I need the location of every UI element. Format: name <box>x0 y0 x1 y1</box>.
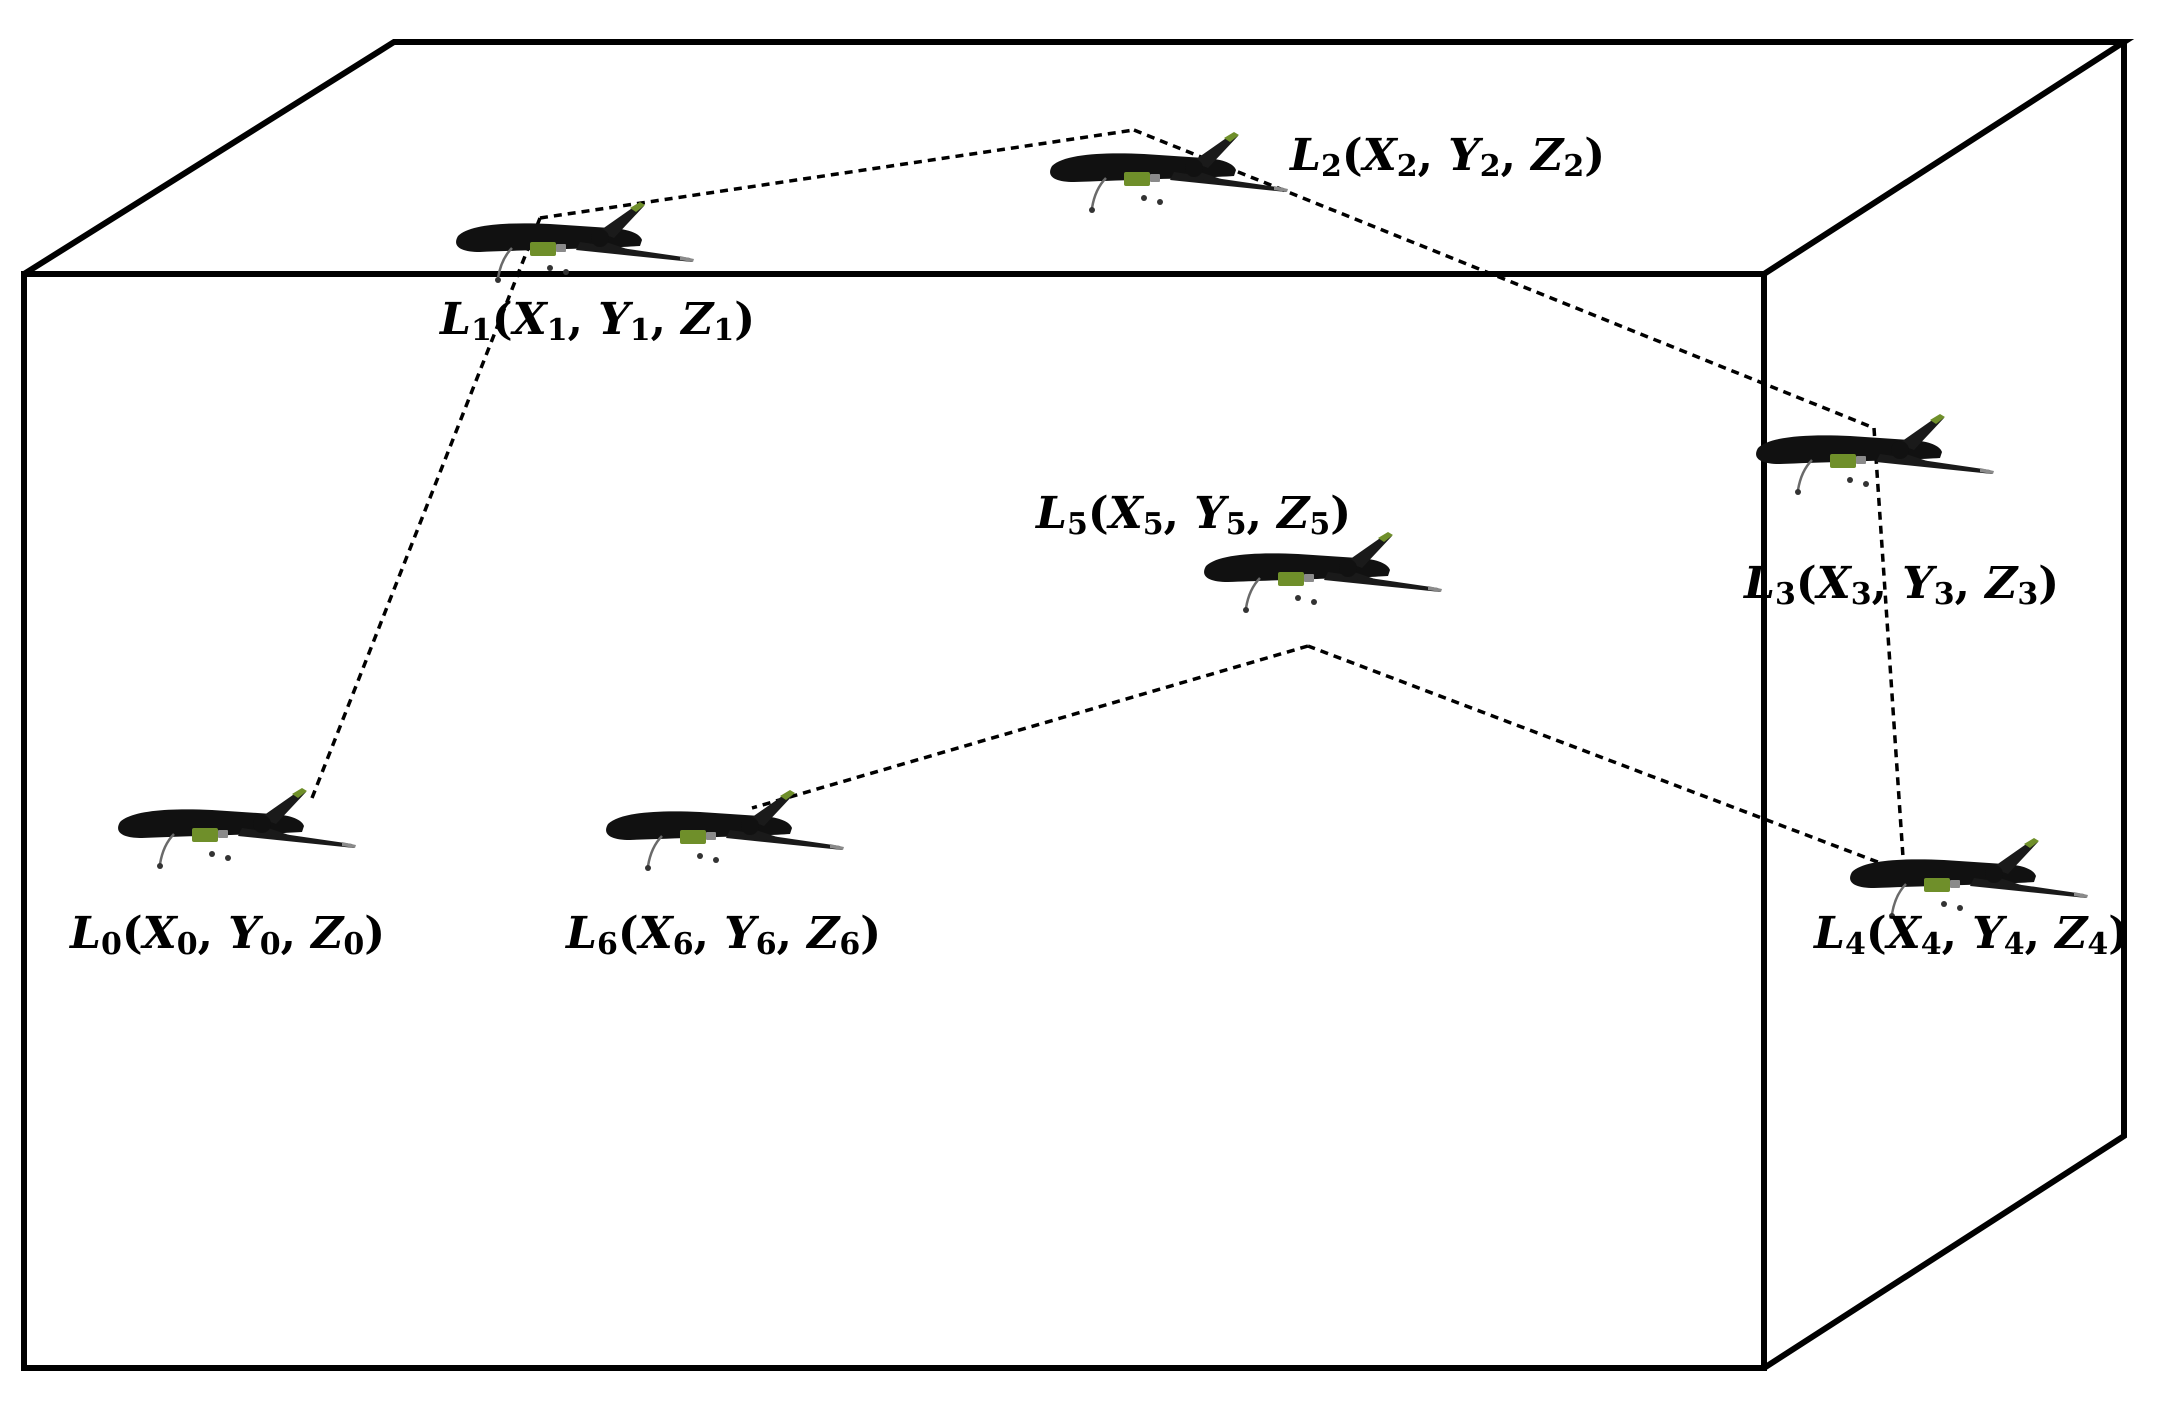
waypoint-label-l5: L5(X5, Y5, Z5) <box>1036 488 1352 542</box>
path-segment-l2-l3 <box>1133 128 1875 430</box>
drone-icon <box>1048 130 1290 215</box>
box-side-face <box>1762 42 2127 1371</box>
drone-icon <box>604 788 846 873</box>
waypoint-label-l4: L4(X4, Y4, Z4) <box>1814 908 2130 962</box>
drone-icon <box>1848 836 2090 921</box>
drone-icon <box>116 786 358 871</box>
waypoint-label-l0: L0(X0, Y0, Z0) <box>70 908 386 962</box>
waypoint-label-l6: L6(X6, Y6, Z6) <box>566 908 882 962</box>
box-front-face <box>21 271 1767 1371</box>
path-segment-l3-l4 <box>1872 427 1906 873</box>
waypoint-label-l2: L2(X2, Y2, Z2) <box>1290 130 1606 184</box>
path-segment-l1-l2 <box>539 128 1135 220</box>
path-segment-l0-l1 <box>310 217 542 799</box>
workspace-box <box>21 39 2135 1371</box>
waypoint-label-l3: L3(X3, Y3, Z3) <box>1744 558 2060 612</box>
drone-icon <box>1202 530 1444 615</box>
path-segment-l4-l5 <box>1307 644 1905 874</box>
waypoint-label-l1: L1(X1, Y1, Z1) <box>440 294 756 348</box>
drone-icon <box>1754 412 1996 497</box>
path-segment-l5-l6 <box>751 644 1309 810</box>
box-top-face <box>22 39 2135 277</box>
